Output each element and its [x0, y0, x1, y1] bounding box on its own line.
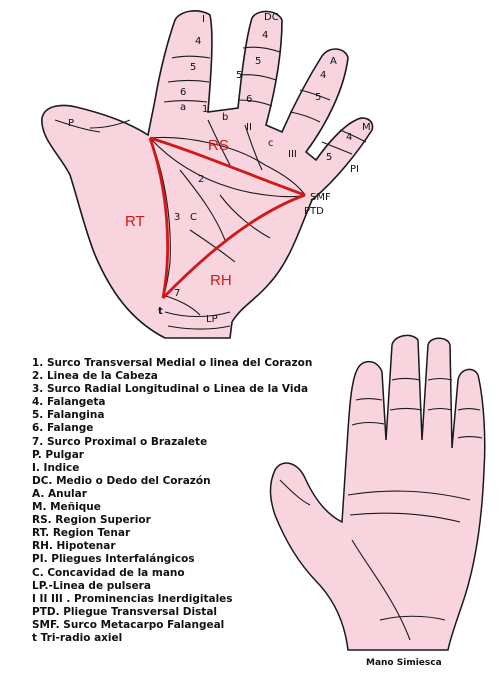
label-region-rh: RH: [210, 272, 232, 289]
label-phalanx-5-ring: 5: [315, 92, 321, 103]
legend-item: t Tri-radio axiel: [32, 631, 123, 644]
label-pi: PI: [350, 164, 359, 175]
legend-item: I. Indice: [32, 461, 80, 474]
label-finger-middle: DC: [264, 12, 279, 23]
legend-item: RH. Hipotenar: [32, 540, 116, 553]
label-region-rs: RS: [208, 137, 229, 154]
main-hand-outline: [41, 10, 374, 339]
simian-hand-outline: [269, 334, 486, 651]
label-phalanx-4-index: 4: [195, 36, 201, 47]
legend-item: RT. Region Tenar: [32, 527, 131, 540]
label-phalanx-6-index: 6: [180, 87, 186, 98]
label-line-7: 7: [174, 288, 180, 299]
legend-item: 6. Falange: [32, 422, 94, 435]
label-phalanx-5-middle-b: 5: [236, 70, 242, 81]
legend-item: DC. Medio o Dedo del Corazón: [32, 474, 211, 487]
label-triradius: t: [158, 306, 163, 317]
legend-item: I II III . Prominencias Inerdigitales: [32, 592, 233, 605]
legend-item: PTD. Pliegue Transversal Distal: [32, 605, 218, 618]
label-smf: SMF: [310, 192, 331, 203]
legend-item: A. Anular: [32, 487, 87, 500]
legend-item: 1. Surco Transversal Medial o linea del …: [32, 357, 313, 369]
legend-item: 7. Surco Proximal o Brazalete: [32, 435, 208, 448]
legend-item: 4. Falangeta: [32, 396, 106, 409]
simian-hand-creases: [279, 377, 483, 641]
legend-item: 5. Falangina: [32, 409, 105, 422]
label-phalanx-5-little: 5: [326, 152, 332, 163]
label-phalanx-4-ring: 4: [320, 70, 326, 81]
label-line-2: 2: [198, 174, 204, 185]
label-phalanx-4-little: 4: [346, 132, 352, 143]
label-line-3: 3: [174, 212, 180, 223]
legend-list: 1. Surco Transversal Medial o linea del …: [32, 357, 332, 645]
region-boundaries: [148, 136, 306, 299]
legend-item: 2. Linea de la Cabeza: [32, 370, 158, 383]
legend-item: LP.-Linea de pulsera: [32, 579, 151, 592]
label-region-rt: RT: [125, 213, 145, 230]
label-prominence-2: II: [246, 122, 252, 133]
label-finger-index: I: [202, 14, 205, 25]
legend-item: PI. Pliegues Interfalángicos: [32, 553, 195, 566]
label-finger-little: M: [362, 122, 371, 133]
label-finger-ring: A: [330, 56, 337, 67]
label-lp: LP: [206, 314, 218, 325]
legend-item: SMF. Surco Metacarpo Falangeal: [32, 618, 225, 631]
legend-item: P. Pulgar: [32, 448, 84, 461]
label-mound-b: b: [222, 112, 228, 123]
label-prominence-3: III: [288, 149, 297, 160]
legend-item: M. Meñique: [32, 501, 101, 514]
label-line-1: 1: [202, 104, 208, 115]
legend-item: 3. Surco Radial Longitudinal o Linea de …: [32, 383, 309, 396]
label-phalanx-5-middle: 5: [255, 56, 261, 67]
label-phalanx-4-middle: 4: [262, 30, 268, 41]
label-mound-a: a: [180, 102, 186, 113]
legend-item: RS. Region Superior: [32, 514, 151, 527]
label-region-c: C: [190, 212, 197, 223]
legend-item: C. Concavidad de la mano: [32, 566, 185, 579]
label-thumb: P: [68, 118, 74, 129]
label-ptd: PTD: [304, 206, 324, 217]
label-phalanx-5-index: 5: [190, 62, 196, 73]
label-mound-c: c: [268, 138, 274, 149]
simian-hand-caption: Mano Simiesca: [366, 658, 442, 668]
label-phalanx-6-middle: 6: [246, 94, 252, 105]
